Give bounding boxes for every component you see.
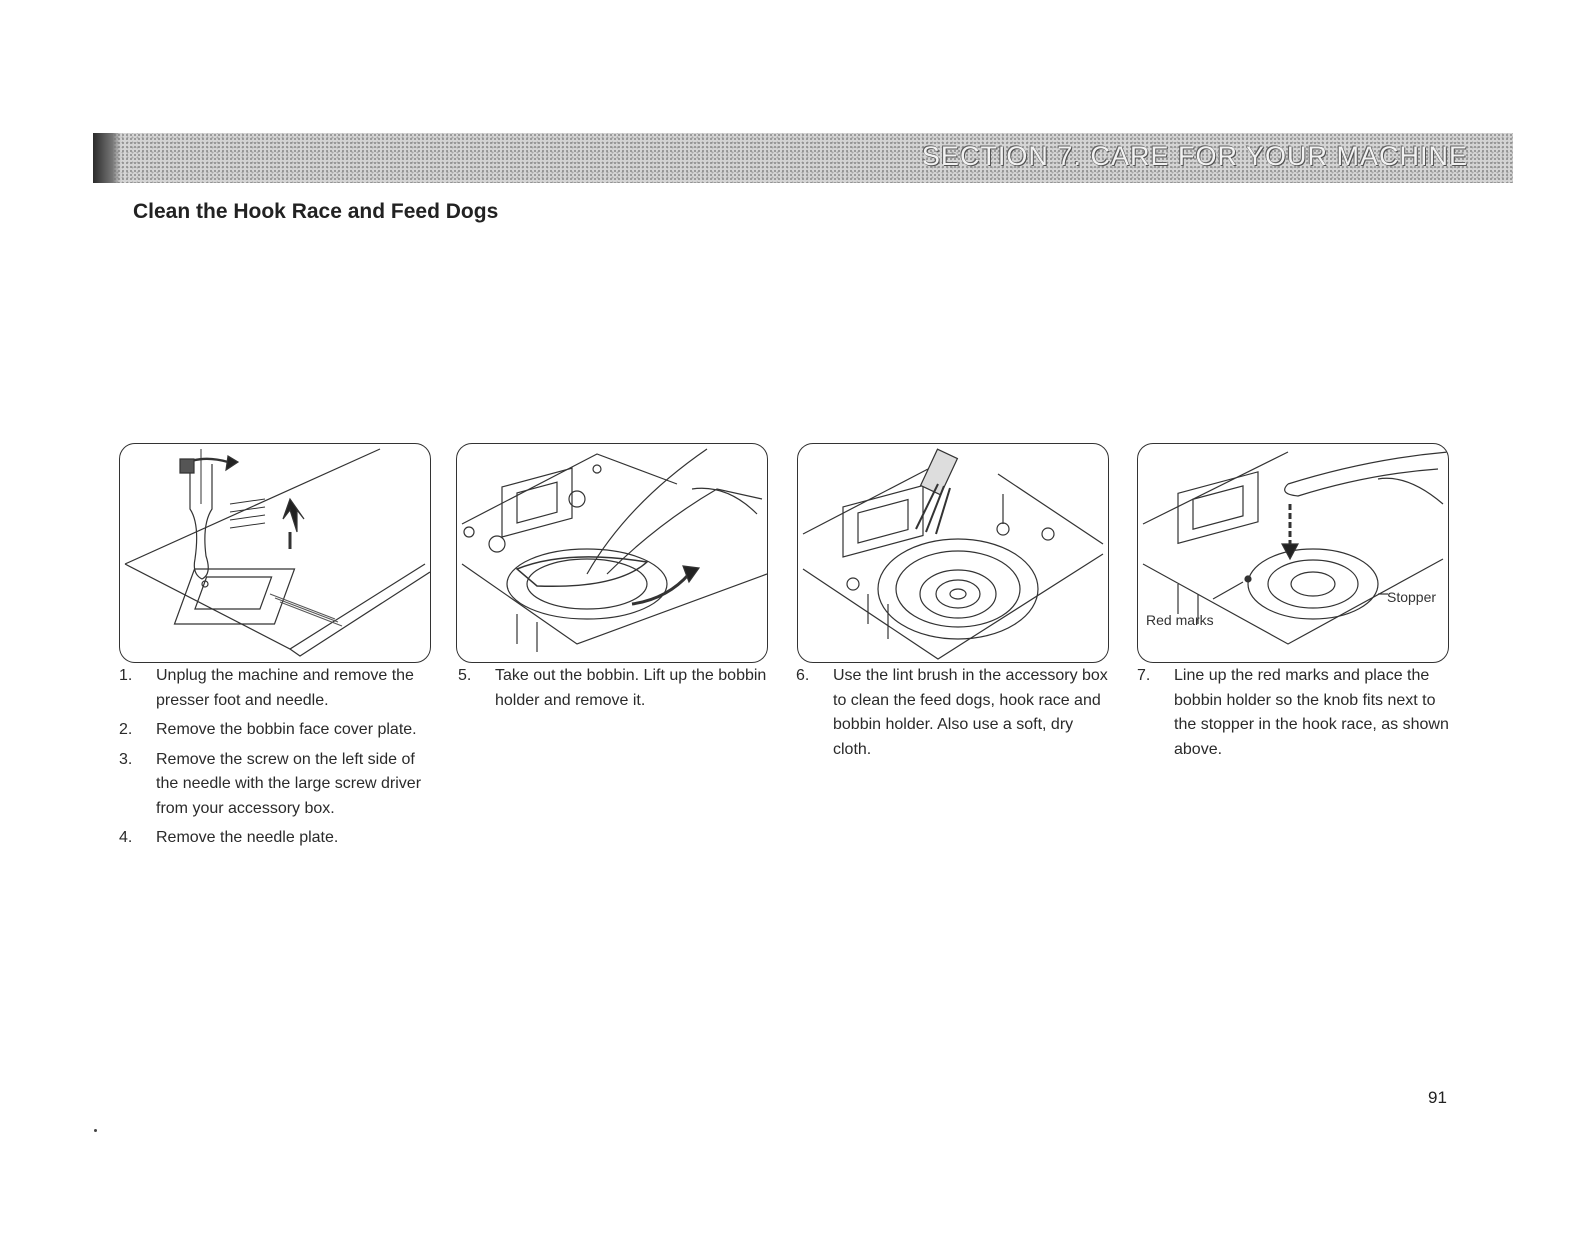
step-number: 2.: [119, 721, 133, 738]
step-number: 5.: [458, 667, 472, 684]
banner-dark-edge: [93, 133, 121, 183]
page-number: 91: [1428, 1088, 1447, 1107]
section-header-banner: SECTION 7. CARE FOR YOUR MACHINE: [93, 133, 1513, 183]
figure-placing-holder: [1137, 443, 1449, 663]
step-item: 7. Line up the red marks and place the bo…: [1137, 664, 1455, 762]
figure-bobbin-holder: [456, 443, 768, 663]
figure-needle-plate: [119, 443, 431, 663]
steps-column-2: 5. Take out the bobbin. Lift up the bobbi…: [458, 664, 778, 718]
step-item: 6. Use the lint brush in the accessory bo…: [796, 664, 1114, 762]
figure-lint-brush: [797, 443, 1109, 663]
steps-column-3: 6. Use the lint brush in the accessory bo…: [796, 664, 1114, 767]
page-title: Clean the Hook Race and Feed Dogs: [133, 200, 499, 223]
section-title: SECTION 7. CARE FOR YOUR MACHINE: [921, 141, 1468, 171]
step-item: 3. Remove the screw on the left side of t…: [119, 748, 439, 822]
steps-column-1: 1. Unplug the machine and remove the pres…: [119, 664, 439, 856]
step-text: Remove the bobbin face cover plate.: [156, 721, 417, 738]
step-item: 4. Remove the needle plate.: [119, 826, 439, 851]
step-text: Line up the red marks and place the bobb…: [1174, 667, 1449, 758]
step-item: 2. Remove the bobbin face cover plate.: [119, 718, 439, 743]
placing-holder-illustration: [1138, 444, 1448, 662]
step-number: 3.: [119, 750, 133, 768]
step-number: 7.: [1137, 667, 1151, 684]
step-number: 4.: [119, 829, 133, 846]
step-number: 6.: [796, 667, 810, 684]
step-item: 1. Unplug the machine and remove the pres…: [119, 664, 439, 713]
step-text: Remove the screw on the left side of the…: [156, 750, 422, 817]
step-text: Use the lint brush in the accessory box …: [833, 667, 1108, 758]
needle-plate-illustration: [120, 444, 430, 662]
bobbin-holder-illustration: [457, 444, 767, 662]
steps-column-4: 7. Line up the red marks and place the bo…: [1137, 664, 1455, 767]
step-number: 1.: [119, 667, 133, 684]
stray-dot: [94, 1129, 97, 1132]
lint-brush-illustration: [798, 444, 1108, 662]
step-item: 5. Take out the bobbin. Lift up the bobbi…: [458, 664, 778, 713]
figure-label-stopper: Stopper: [1387, 589, 1437, 605]
figure-label-red-marks: Red marks: [1146, 612, 1214, 628]
step-text: Remove the needle plate.: [156, 829, 339, 846]
step-text: Unplug the machine and remove the presse…: [156, 667, 414, 709]
step-text: Take out the bobbin. Lift up the bobbin …: [495, 667, 767, 709]
